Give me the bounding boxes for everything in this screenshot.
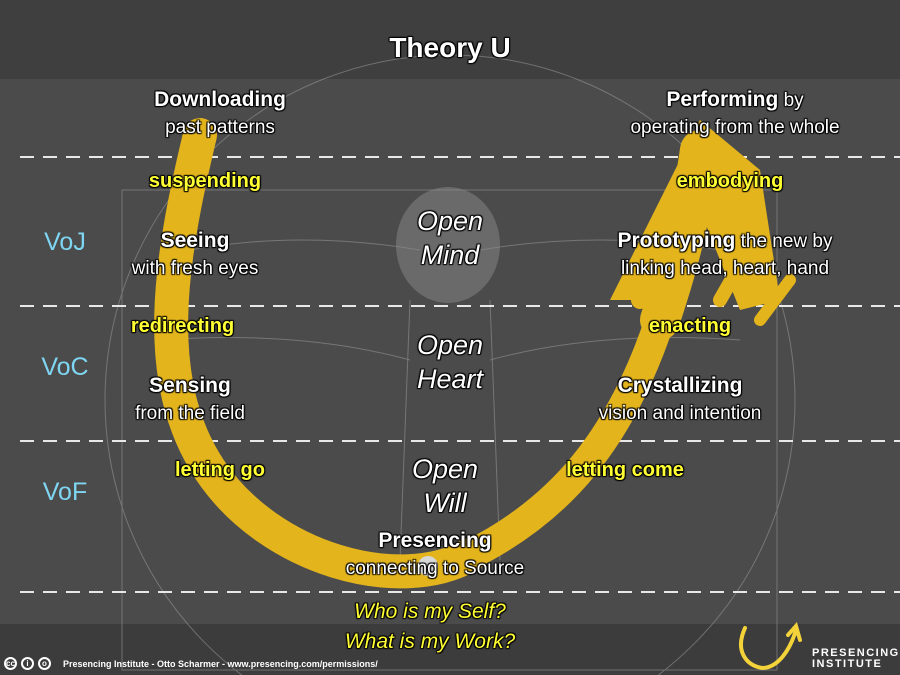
voice-of-cynicism: VoC [41,353,89,381]
open-label: Open [416,330,484,360]
stage-subtitle: from the field [135,403,245,424]
stage-title: Performing [666,88,779,111]
question-work: What is my Work? [344,630,516,653]
stage-downloading: Downloading past patterns [120,86,320,141]
stage-sensing: Sensing from the field [100,372,280,427]
presencing-logo-icon [739,621,802,671]
title-band [0,0,900,79]
logo-line-2: INSTITUTE [812,658,883,670]
logo-line-1: PRESENCING [812,647,900,659]
questions: Who is my Self? What is my Work? [310,597,550,657]
figure-head [396,187,500,303]
page-title: Theory U [389,32,511,63]
stage-subtitle: with fresh eyes [131,258,259,279]
stage-title: Sensing [149,374,231,397]
stage-title-rest: the new by [735,231,833,252]
transition-suspending: suspending [148,170,262,192]
credit-link[interactable]: Presencing Institute - Otto Scharmer - w… [63,658,378,669]
stage-prototyping: Prototyping the new by linking head, hear… [580,227,870,282]
stage-presencing: Presencing connecting to Source [320,527,550,582]
attribution-icon[interactable]: i [21,657,34,670]
stage-title-rest: by [778,90,804,111]
open-label: Open [416,206,484,236]
heart-label: Heart [416,364,484,394]
stage-subtitle: past patterns [165,117,275,138]
open-label: Open [411,454,479,484]
stage-title: Seeing [160,229,230,252]
footer-band [0,624,900,675]
transition-enacting: enacting [648,315,732,337]
stage-title: Crystallizing [617,374,743,397]
stage-title: Presencing [378,529,492,552]
transition-letting-go: letting go [175,459,265,481]
stage-subtitle: operating from the whole [630,117,840,138]
presencing-logo: PRESENCING INSTITUTE [812,648,900,670]
transition-redirecting: redirecting [130,315,235,337]
stage-subtitle: connecting to Source [345,558,525,579]
footer: cc i o Presencing Institute - Otto Schar… [4,657,378,670]
share-alike-icon[interactable]: o [38,657,51,670]
voice-of-judgment: VoJ [44,228,86,256]
mind-label: Mind [420,240,480,270]
question-self: Who is my Self? [354,600,506,623]
transition-embodying: embodying [676,170,784,192]
cc-license-icon[interactable]: cc [4,657,17,670]
stage-subtitle: linking head, heart, hand [620,258,830,279]
stage-seeing: Seeing with fresh eyes [100,227,290,282]
stage-subtitle: vision and intention [598,403,762,424]
source-point [418,556,438,576]
stage-performing: Performing by operating from the whole [590,86,880,141]
will-label: Will [423,488,467,518]
vitruvian-sketch [104,54,796,675]
transition-letting-come: letting come [566,459,684,481]
arrow-head-icon [610,120,780,310]
stage-crystallizing: Crystallizing vision and intention [570,372,790,427]
voice-of-fear: VoF [42,478,88,506]
stage-title: Prototyping [617,229,736,252]
stage-title: Downloading [154,88,286,111]
